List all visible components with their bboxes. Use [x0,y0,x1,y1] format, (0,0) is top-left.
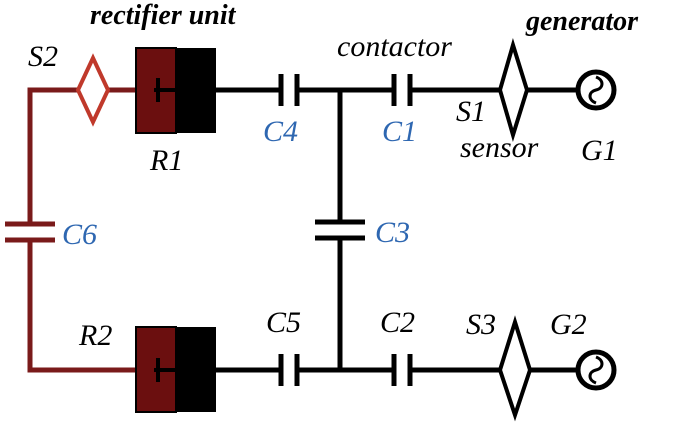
label-c2: C2 [380,306,415,339]
label-rectifier-unit: rectifier unit [90,0,237,31]
label-c1: C1 [382,115,417,148]
label-g1: G1 [581,134,618,167]
label-s2: S2 [28,40,58,73]
label-contactor: contactor [337,30,452,63]
capacitor-c6 [5,221,55,243]
rectifier-r1 [135,47,216,134]
label-c5: C5 [266,306,301,339]
label-c3: C3 [375,216,410,249]
capacitor-c1 [391,74,413,106]
label-r1: R1 [149,144,183,177]
label-c4: C4 [263,115,298,148]
rectifier-r2 [135,326,216,413]
sensor-s2 [75,53,111,127]
capacitor-c3 [315,219,365,241]
label-s3: S3 [466,308,496,341]
wire-s2-left [27,87,78,222]
sensor-s1 [497,38,530,142]
capacitor-c5 [278,354,300,386]
capacitor-c2 [391,354,413,386]
left-loop-wires [27,87,136,373]
sensor-s3 [497,315,533,422]
wire-c6-r2 [27,242,136,373]
generator-g2 [575,349,617,391]
label-sensor: sensor [460,131,539,164]
generator-g1 [575,69,617,111]
label-s1: S1 [456,95,486,128]
label-g2: G2 [550,308,587,341]
capacitor-c4 [278,74,300,106]
label-c6: C6 [62,218,97,251]
wires [211,87,581,373]
label-r2: R2 [78,319,112,352]
label-generator: generator [525,6,639,37]
